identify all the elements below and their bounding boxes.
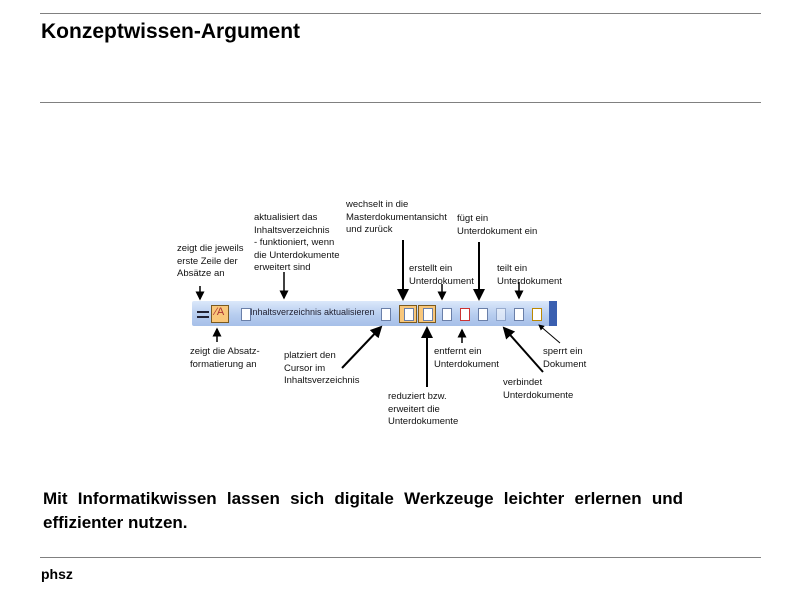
master-document-view-button[interactable] [399,305,417,323]
toolbar-options-button[interactable] [549,301,557,326]
create-subdocument-button[interactable] [437,305,455,323]
key-message: Mit Informatikwissen lassen sich digital… [43,489,683,532]
annotation-update-toc: aktualisiert das Inhaltsverzeichnis - fu… [254,212,340,273]
update-toc-button[interactable]: Inhaltsverzeichnis aktualisieren [250,307,375,317]
formatting-icon: ⁄A [215,306,225,318]
top-rule [40,13,761,14]
annotation-goto-toc: platziert den Cursor im Inhaltsverzeichn… [284,350,360,386]
remove-subdocument-button[interactable] [455,305,473,323]
annotation-show-format: zeigt die Absatz- formatierung an [190,346,260,370]
merge-subdocument-button[interactable] [491,305,509,323]
annotation-merge-sub: verbindet Unterdokumente [503,377,574,401]
annotation-remove-sub: entfernt ein Unterdokument [434,346,499,370]
arrow [502,326,544,373]
title-rule [40,102,761,103]
footer-logo-text: phsz [41,566,73,582]
annotation-collapse: reduziert bzw. erweitert die Unterdokume… [388,391,459,427]
footer-rule [40,557,761,558]
slide-title: Konzeptwissen-Argument [41,20,301,43]
annotation-insert-sub: fügt ein Unterdokument ein [457,213,538,237]
collapse-subdocuments-button[interactable] [418,305,436,323]
annotation-master-view: wechselt in die Masterdokumentansicht un… [346,199,447,235]
annotation-first-line: zeigt die jeweils erste Zeile der Absätz… [177,243,244,279]
arrow [538,324,561,344]
goto-toc-button[interactable] [376,305,394,323]
split-subdocument-button[interactable] [509,305,527,323]
insert-subdocument-button[interactable] [473,305,491,323]
annotation-lock-doc: sperrt ein Dokument [543,346,587,370]
arrow [341,325,383,369]
update-toc-icon[interactable] [236,305,254,323]
annotation-split-sub: teilt ein Unterdokument [497,263,562,287]
show-formatting-button[interactable]: ⁄A [211,305,229,323]
lock-document-button[interactable] [527,305,545,323]
first-line-only-button[interactable] [194,305,212,323]
annotation-create-sub: erstellt ein Unterdokument [409,263,474,287]
outline-toolbar: ⁄A Inhaltsverzeichnis aktualisieren [192,301,557,326]
